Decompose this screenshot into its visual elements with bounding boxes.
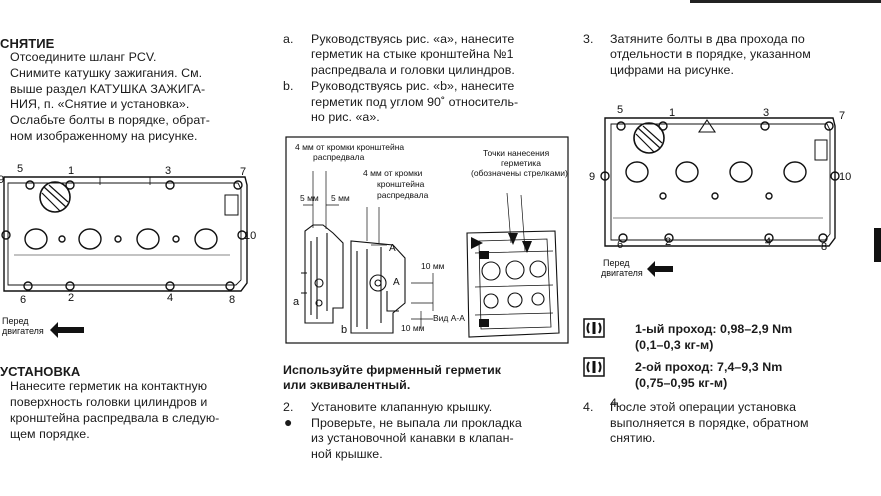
torque-pass-1-kgm: (0,1–0,3 кг-м) (635, 338, 714, 352)
install-line: поверхность головки цилиндров и (10, 395, 208, 409)
front-label: двигателя (2, 326, 44, 336)
label-4mm-bracket: 4 мм от кромки (363, 168, 423, 178)
bolt-number: 8 (821, 241, 827, 253)
bolt-number: 3 (165, 165, 171, 177)
bolt-number: 4 (167, 292, 173, 304)
instruction-line: Установите клапанную крышку. (311, 400, 493, 414)
install-heading: УСТАНОВКА (0, 364, 81, 379)
bolt-number: 2 (68, 292, 74, 304)
bolt-number: 5 (617, 104, 623, 116)
view-label-a: a (293, 296, 300, 308)
removal-line: ном изображенному на рисунке. (10, 129, 198, 143)
section-label: Вид А-А (433, 313, 465, 323)
step-marker: 2. (283, 400, 294, 414)
bolt-number: 4 (765, 236, 771, 248)
torque-pass-2: 2-ой проход: 7,4–9,3 Nm (635, 360, 783, 374)
valve-cover-figure-right: 5 1 3 7 9 10 6 2 4 8 Перед двигателя (589, 104, 851, 278)
instruction-line: Руководствуясь рис. «b», нанесите (311, 79, 515, 93)
label-5mm: 5 мм (331, 193, 350, 203)
sealant-note: или эквивалентный. (283, 378, 411, 392)
step-marker: 4. (610, 396, 621, 410)
bullet-line: из установочной канавки в клапан- (311, 431, 514, 445)
section-marker: A (393, 277, 400, 288)
instruction-line: снятию. (610, 431, 656, 445)
bullet-line: ной крышке. (311, 447, 383, 461)
label-points: (обозначены стрелками) (471, 168, 568, 178)
removal-line: Снимите катушку зажигания. См. (10, 66, 203, 80)
sealant-note: Используйте фирменный герметик (283, 363, 502, 377)
front-arrow-icon (647, 261, 673, 277)
torque-pass-2-kgm: (0,75–0,95 кг-м) (635, 376, 728, 390)
instruction-line: Затяните болты в два прохода по (610, 32, 805, 46)
bolt-number: 9 (589, 171, 595, 183)
bullet-line: Проверьте, не выпала ли прокладка (311, 416, 522, 430)
step-marker: 4. (583, 400, 594, 414)
bolt-number: 8 (229, 294, 235, 306)
page-edge-tab (874, 228, 881, 262)
bolt-number: 9 (0, 174, 4, 186)
step-marker: b. (283, 79, 294, 93)
front-label: Перед (2, 316, 29, 326)
top-rule (690, 0, 881, 3)
instruction-line: Руководствуясь рис. «а», нанесите (311, 32, 515, 46)
removal-heading: СНЯТИЕ (0, 36, 55, 51)
label-4mm-edge: распредвала (313, 152, 365, 162)
label-4mm-edge: 4 мм от кромки кронштейна (295, 142, 404, 152)
instruction-line: распредвала и головки цилиндров. (311, 63, 515, 77)
torque-pass-1: 1-ый проход: 0,98–2,9 Nm (635, 322, 793, 336)
bullet-icon: ● (284, 414, 293, 430)
bolt-number: 6 (617, 239, 623, 251)
instruction-line: цифрами на рисунке. (610, 63, 734, 77)
view-label-b: b (341, 324, 347, 336)
label-5mm: 5 мм (300, 193, 319, 203)
section-marker: A (389, 243, 396, 254)
sealant-figure: 4 мм от кромки кронштейна распредвала 4 … (285, 136, 569, 344)
label-points: Точки нанесения (483, 148, 550, 158)
install-line: щем порядке. (10, 427, 90, 441)
bolt-number: 10 (244, 230, 256, 242)
bolt-number: 7 (839, 110, 845, 122)
front-label: Перед (603, 258, 630, 268)
removal-line: НИЯ, п. «Снятие и установка». (10, 97, 190, 111)
torque-wrench-icon (583, 357, 605, 377)
instruction-line: герметик на стыке кронштейна №1 (311, 47, 514, 61)
instruction-line: выполняется в порядке, обратном (610, 416, 809, 430)
valve-cover-figure-left: 5 1 3 7 9 10 6 2 4 8 Перед двигателя (0, 163, 256, 338)
front-arrow-icon (50, 322, 84, 338)
front-label: двигателя (601, 268, 643, 278)
step-marker: 3. (583, 32, 594, 46)
instruction-line: герметик под углом 90˚ относитель- (311, 95, 519, 109)
label-10mm: 10 мм (421, 261, 445, 271)
bolt-number: 2 (665, 236, 671, 248)
bolt-number: 3 (763, 107, 769, 119)
bolt-number: 5 (17, 163, 23, 175)
bolt-number: 1 (669, 107, 675, 119)
removal-line: Отсоедините шланг PCV. (10, 50, 157, 64)
label-4mm-bracket: кронштейна (377, 179, 425, 189)
instruction-line: После этой операции установка (610, 400, 797, 414)
label-points: герметика (501, 158, 541, 168)
instruction-line: но рис. «а». (311, 110, 380, 124)
bolt-number: 6 (20, 294, 26, 306)
bolt-number: 1 (68, 165, 74, 177)
install-line: Нанесите герметик на контактную (10, 379, 208, 393)
step-marker: a. (283, 32, 294, 46)
removal-line: выше раздел КАТУШКА ЗАЖИГА- (10, 82, 206, 96)
bolt-number: 10 (839, 171, 851, 183)
install-line: кронштейна распредвала в следую- (10, 411, 220, 425)
torque-wrench-icon (583, 318, 605, 338)
removal-line: Ослабьте болты в порядке, обрат- (10, 113, 210, 127)
label-10mm: 10 мм (401, 323, 425, 333)
bolt-number: 7 (240, 166, 246, 178)
label-4mm-bracket: распредвала (377, 190, 429, 200)
instruction-line: отдельности в порядке, указанном (610, 47, 811, 61)
